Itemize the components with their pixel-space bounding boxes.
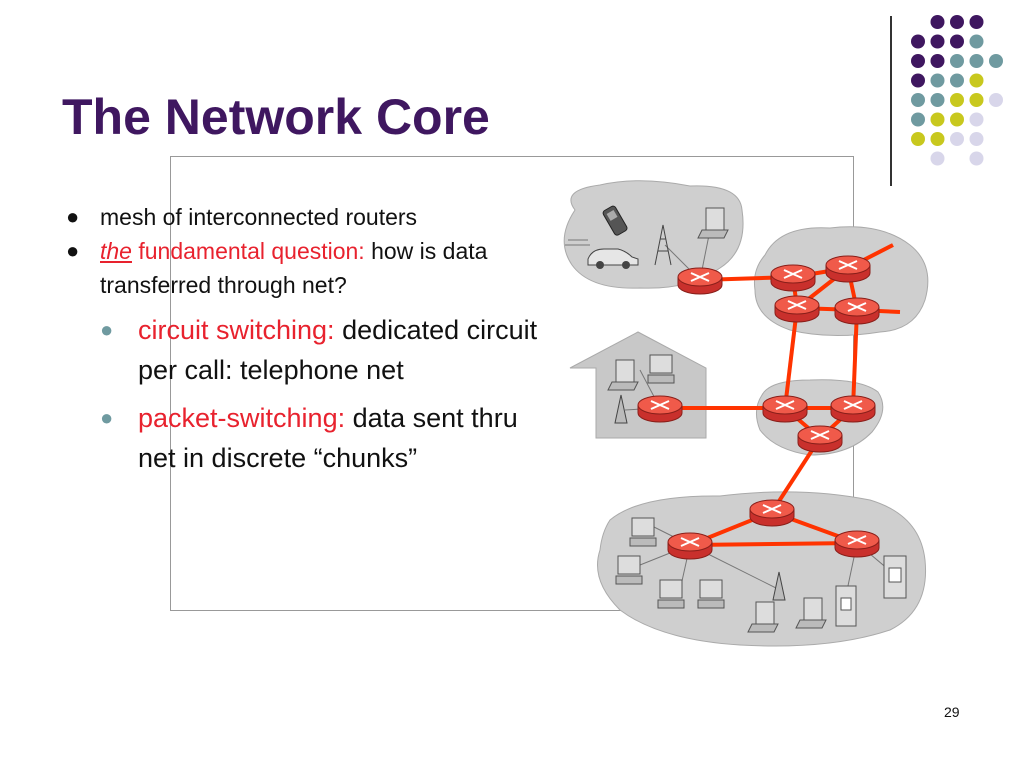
cell-tower-icon <box>654 224 672 266</box>
fundamental-question: fundamental question: <box>131 238 365 264</box>
circuit-switching-label: circuit switching: <box>138 315 335 345</box>
laptop-icon <box>795 597 827 629</box>
car-icon <box>587 248 639 269</box>
desktop-icon <box>657 579 685 609</box>
decorative-dot <box>930 93 945 107</box>
router-icon <box>749 499 795 527</box>
decorative-dot <box>950 15 964 29</box>
packet-switching-label: packet-switching: <box>138 403 346 433</box>
router-icon <box>637 395 683 423</box>
router-icon <box>677 267 723 295</box>
decorative-dot <box>930 15 945 29</box>
decorative-dot <box>950 34 964 49</box>
decorative-dot <box>911 54 925 68</box>
decorative-divider <box>890 16 892 186</box>
decorative-dot <box>969 112 984 127</box>
sub-bullet-text: dedicated circuit per call: telephone ne… <box>138 315 538 385</box>
decorative-dot <box>969 54 984 68</box>
routers <box>637 255 880 560</box>
decorative-dot <box>989 93 1003 107</box>
bullet-text: mesh of interconnected routers <box>100 204 418 230</box>
router-icon <box>830 395 876 423</box>
decorative-dot <box>950 73 964 88</box>
decorative-dot <box>930 34 945 49</box>
cell-tower-icon <box>772 571 786 601</box>
bullet-text: how is data transferred through net? <box>100 238 488 298</box>
laptop-icon <box>607 359 639 391</box>
server-icon <box>883 555 907 599</box>
cell-tower-icon <box>614 394 628 424</box>
decorative-dot-grid <box>911 15 1003 166</box>
bullet-dot-icon: ● <box>66 204 80 229</box>
router-icon <box>762 395 808 423</box>
bullet-item: ● mesh of interconnected routers <box>62 200 552 234</box>
router-icon <box>797 425 843 453</box>
decorative-dot <box>911 132 925 146</box>
bullet-dot-icon: ● <box>66 238 80 263</box>
decorative-dot <box>930 73 945 88</box>
bullet-list: ● mesh of interconnected routers ● the f… <box>62 200 552 478</box>
decorative-dot <box>930 112 945 127</box>
emphasis-the: the <box>100 238 132 264</box>
decorative-dot <box>969 93 984 107</box>
laptop-icon <box>747 601 779 633</box>
decorative-dot <box>950 54 964 68</box>
sub-bullet-item: ● packet-switching: data sent thru net i… <box>62 398 552 478</box>
decorative-dot <box>911 93 925 107</box>
desktop-icon <box>615 555 643 585</box>
page-number: 29 <box>944 704 960 720</box>
decorative-dot <box>969 15 984 29</box>
decorative-dot <box>930 54 945 68</box>
bullet-dot-icon: ● <box>100 317 114 342</box>
desktop-icon <box>697 579 725 609</box>
page-title: The Network Core <box>62 89 490 145</box>
router-icon <box>770 264 816 292</box>
decorative-dot <box>930 151 945 166</box>
cellphone-icon <box>602 205 628 236</box>
desktop-icon <box>629 517 657 547</box>
desktop-icon <box>647 354 675 384</box>
sub-bullet-item: ● circuit switching: dedicated circuit p… <box>62 310 552 390</box>
bullet-dot-icon: ● <box>100 405 114 430</box>
decorative-dot <box>969 34 984 49</box>
decorative-dot <box>950 93 964 107</box>
decorative-dot <box>969 151 984 166</box>
server-icon <box>835 585 857 627</box>
router-icon <box>774 295 820 323</box>
decorative-dot <box>911 73 925 88</box>
decorative-dot <box>911 112 925 127</box>
router-icon <box>825 255 871 283</box>
decorative-dot <box>911 34 925 49</box>
bullet-item: ● the fundamental question: how is data … <box>62 234 552 302</box>
decorative-dot <box>930 132 945 146</box>
decorative-dot <box>950 112 964 127</box>
laptop-icon <box>697 207 729 239</box>
sub-bullet-text: data sent thru net in discrete “chunks” <box>138 403 518 473</box>
house-icon <box>569 331 707 439</box>
decorative-dot <box>950 132 964 146</box>
router-icon <box>834 297 880 325</box>
decorative-dot <box>989 54 1003 68</box>
router-icon <box>834 530 880 558</box>
router-icon <box>667 532 713 560</box>
decorative-dot <box>969 73 984 88</box>
decorative-dot <box>969 132 984 146</box>
